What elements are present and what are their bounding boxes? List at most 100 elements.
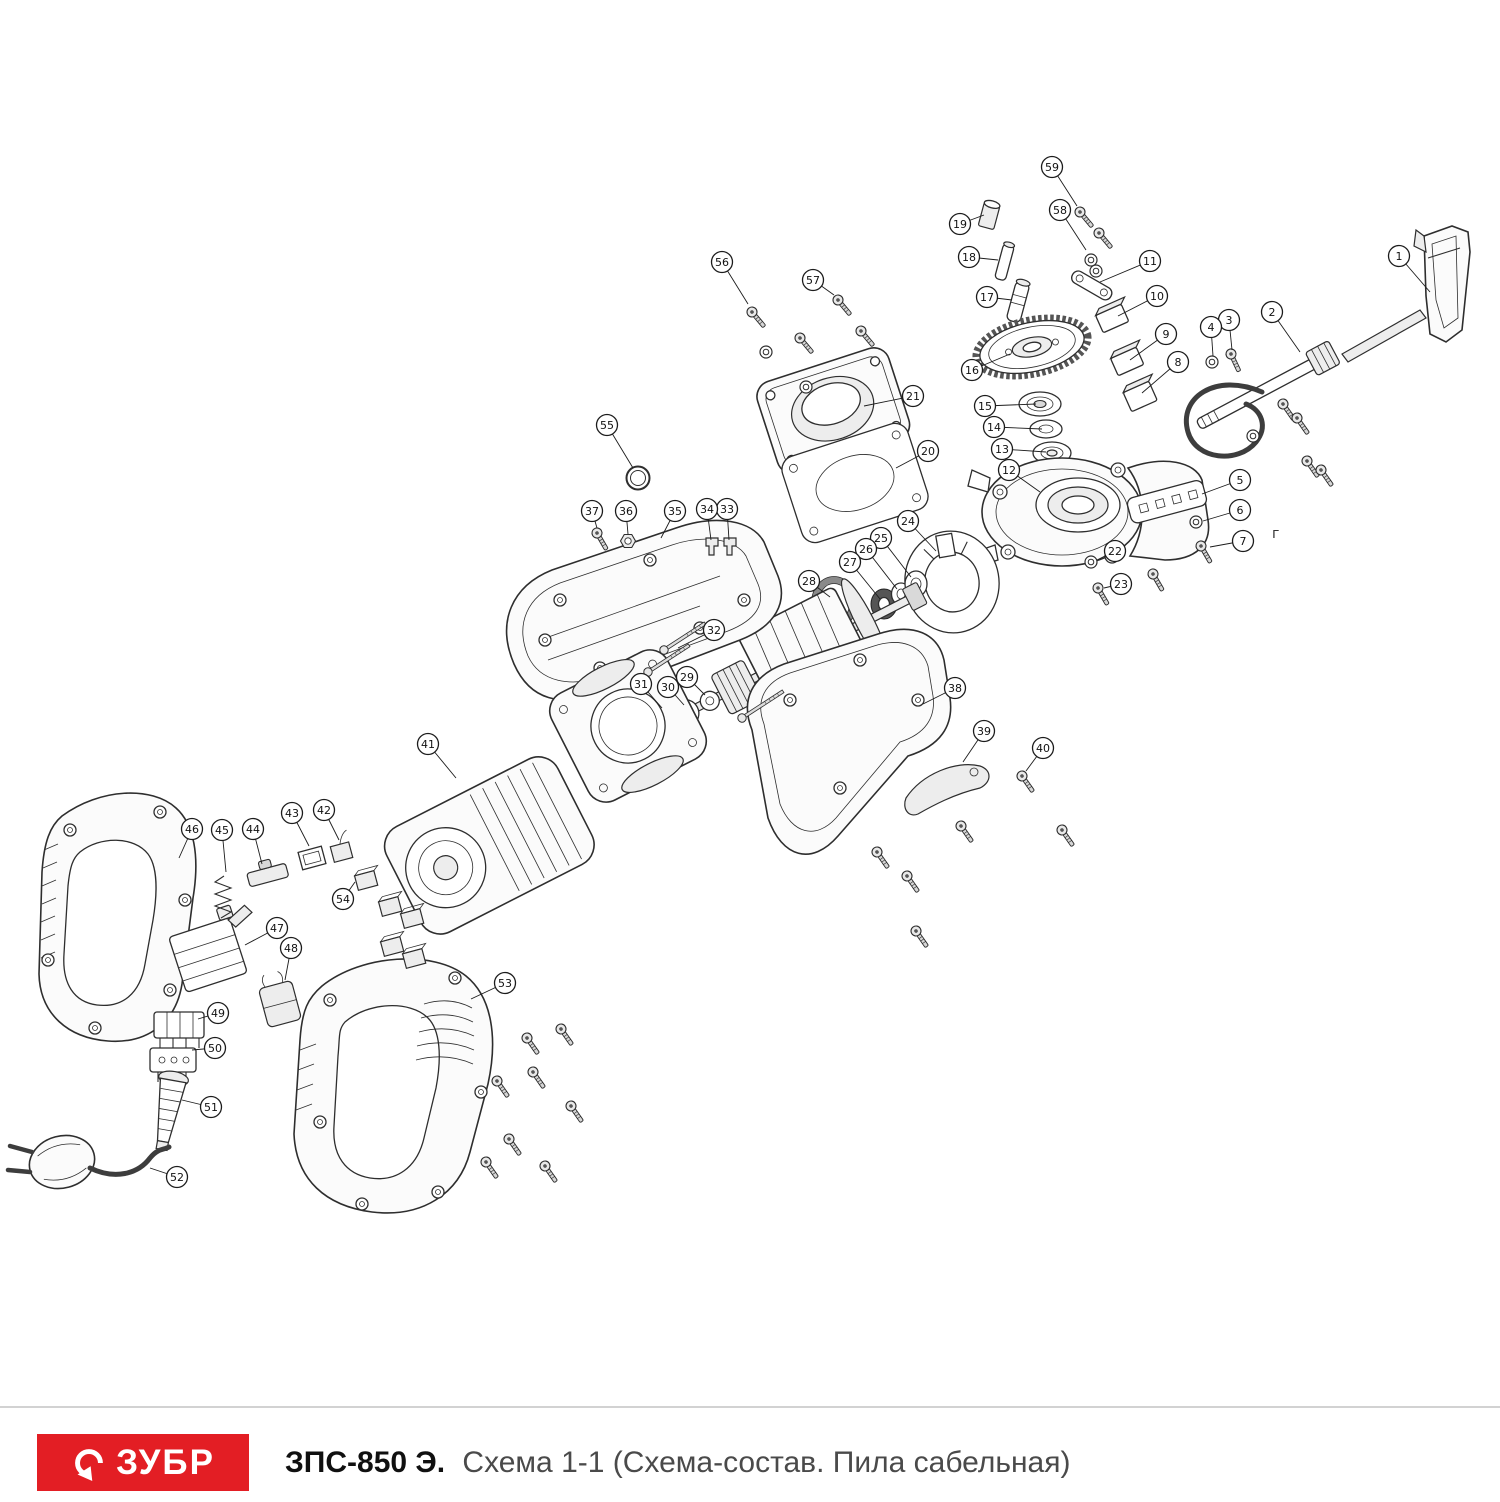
part-screw <box>1091 225 1116 252</box>
corner-mark: г <box>1272 526 1279 542</box>
part-screw <box>830 292 855 319</box>
part-callout-37: 37 <box>580 499 604 529</box>
part-callout-27: 27 <box>838 550 881 600</box>
part-callout-49: 49 <box>197 1001 230 1025</box>
part-lower-housing <box>746 628 952 855</box>
svg-text:51: 51 <box>204 1101 218 1114</box>
part-callout-14: 14 <box>982 415 1043 439</box>
part-callout-29: 29 <box>675 665 706 696</box>
part-callout-31: 31 <box>629 672 663 709</box>
part-washer <box>1084 555 1098 569</box>
part-screw <box>501 1131 525 1158</box>
part-screw <box>908 923 932 950</box>
part-roller-blocks <box>1094 295 1158 412</box>
part-cord-guard <box>155 1070 189 1152</box>
svg-text:20: 20 <box>921 445 935 458</box>
part-pins <box>978 199 1031 323</box>
svg-text:44: 44 <box>246 823 260 836</box>
part-screw <box>869 844 893 871</box>
svg-text:12: 12 <box>1002 464 1016 477</box>
part-switch <box>168 904 253 993</box>
part-capacitor <box>258 971 302 1028</box>
svg-text:28: 28 <box>802 575 816 588</box>
part-callout-38: 38 <box>922 676 967 705</box>
part-callout-41: 41 <box>416 732 457 779</box>
part-callout-18: 18 <box>957 245 999 269</box>
part-blade-holder <box>1341 225 1471 363</box>
svg-text:49: 49 <box>211 1007 225 1020</box>
svg-text:8: 8 <box>1175 356 1182 369</box>
part-screw <box>853 323 878 350</box>
part-washer <box>1189 515 1203 529</box>
part-screw <box>1223 346 1245 374</box>
svg-text:45: 45 <box>215 824 229 837</box>
svg-text:33: 33 <box>720 503 734 516</box>
part-callout-57: 57 <box>801 268 835 296</box>
svg-text:32: 32 <box>707 624 721 637</box>
part-callout-19: 19 <box>948 212 985 236</box>
svg-text:46: 46 <box>185 823 199 836</box>
part-screw <box>899 868 923 895</box>
brand-logo: ЗУБР <box>37 1434 249 1491</box>
part-washer <box>1246 429 1260 443</box>
part-motor-housing <box>383 756 595 935</box>
svg-text:3: 3 <box>1226 314 1233 327</box>
part-callout-52: 52 <box>149 1165 189 1189</box>
part-callout-4: 4 <box>1199 315 1223 357</box>
part-callout-48: 48 <box>279 936 303 981</box>
svg-text:31: 31 <box>634 678 648 691</box>
svg-text:11: 11 <box>1143 255 1157 268</box>
svg-text:36: 36 <box>619 505 633 518</box>
part-callout-8: 8 <box>1141 350 1190 394</box>
model-number: ЗПС-850 Э. <box>285 1445 446 1479</box>
svg-text:13: 13 <box>995 443 1009 456</box>
part-washer <box>1089 264 1103 278</box>
svg-text:18: 18 <box>962 251 976 264</box>
svg-text:57: 57 <box>806 274 820 287</box>
part-callout-2: 2 <box>1260 300 1301 353</box>
svg-text:48: 48 <box>284 942 298 955</box>
part-callout-56: 56 <box>710 250 749 305</box>
svg-text:50: 50 <box>208 1042 222 1055</box>
part-callout-10: 10 <box>1117 284 1169 317</box>
svg-text:5: 5 <box>1237 474 1244 487</box>
svg-text:27: 27 <box>843 556 857 569</box>
svg-text:58: 58 <box>1053 204 1067 217</box>
part-callout-35: 35 <box>660 499 687 539</box>
part-callout-50: 50 <box>191 1036 227 1060</box>
part-lever <box>904 764 990 816</box>
svg-text:42: 42 <box>317 804 331 817</box>
svg-text:16: 16 <box>965 364 979 377</box>
part-screw <box>525 1064 549 1091</box>
svg-text:30: 30 <box>661 681 675 694</box>
part-callout-15: 15 <box>973 394 1037 418</box>
svg-text:19: 19 <box>953 218 967 231</box>
part-screw <box>1193 538 1216 566</box>
part-washer <box>1205 355 1219 369</box>
part-wire-loop <box>1183 382 1265 459</box>
part-screw <box>537 1158 561 1185</box>
part-washer <box>799 380 813 394</box>
part-gear <box>972 314 1092 380</box>
part-screw <box>1072 204 1097 231</box>
part-callout-53: 53 <box>470 971 517 1000</box>
part-callout-36: 36 <box>614 499 638 535</box>
svg-text:40: 40 <box>1036 742 1050 755</box>
part-spring <box>213 875 233 919</box>
part-callout-13: 13 <box>990 437 1047 461</box>
svg-text:10: 10 <box>1150 290 1164 303</box>
part-callout-24: 24 <box>896 509 937 552</box>
svg-text:39: 39 <box>977 725 991 738</box>
part-screw <box>589 525 612 553</box>
part-screw <box>1054 822 1078 849</box>
part-callout-42: 42 <box>312 798 340 841</box>
part-nut <box>619 533 637 549</box>
diagram-subtitle: Схема 1-1 (Схема-состав. Пила сабельная) <box>462 1445 1071 1479</box>
part-counterweight <box>904 530 1000 634</box>
svg-text:37: 37 <box>585 505 599 518</box>
svg-text:21: 21 <box>906 390 920 403</box>
part-callout-26: 26 <box>854 537 898 590</box>
svg-text:26: 26 <box>859 543 873 556</box>
part-callout-28: 28 <box>797 569 831 598</box>
part-screw <box>553 1021 577 1048</box>
